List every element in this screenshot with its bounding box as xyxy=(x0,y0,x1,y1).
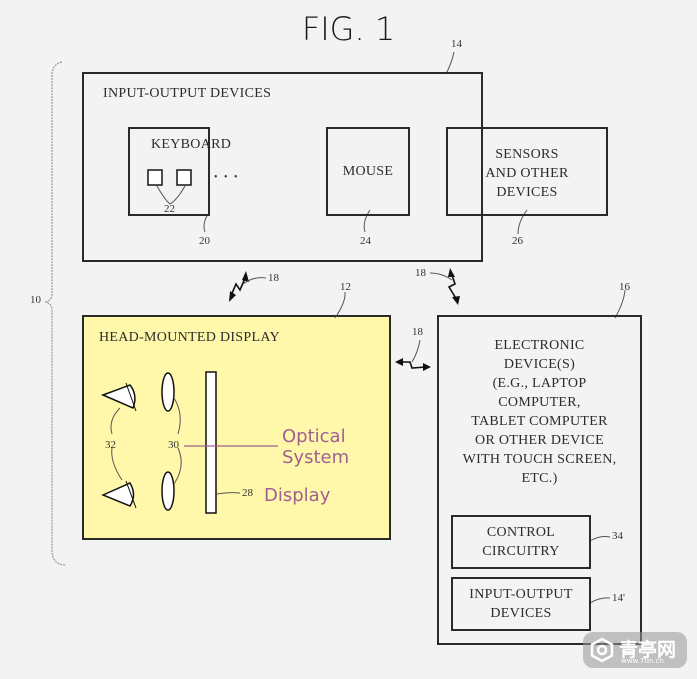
io-devices-title: INPUT-OUTPUT DEVICES xyxy=(103,86,272,101)
watermark: 青亭网 www.7tin.cn xyxy=(583,632,687,668)
eye-bottom-icon xyxy=(101,482,135,507)
ed-io-devices-label: INPUT-OUTPUT DEVICES xyxy=(451,585,591,623)
ed-line-8: ETC.) xyxy=(521,471,558,486)
mouse-label: MOUSE xyxy=(342,164,394,179)
keyboard-label: KEYBOARD xyxy=(151,137,232,152)
watermark-logo-icon xyxy=(590,637,614,663)
leader-12 xyxy=(334,291,346,319)
edio-line-1: INPUT-OUTPUT xyxy=(469,587,573,602)
sensors-line-3: DEVICES xyxy=(496,185,558,200)
sensors-line-1: SENSORS xyxy=(495,147,559,162)
keyboard-ellipsis: • • • xyxy=(214,172,240,183)
cc-line-1: CONTROL xyxy=(486,525,556,540)
leader-16 xyxy=(614,289,626,319)
watermark-url: www.7tin.cn xyxy=(621,657,664,665)
ed-line-7: WITH TOUCH SCREEN, xyxy=(462,452,617,467)
ed-line-3: (E.G., LAPTOP xyxy=(492,376,587,391)
lens-bottom-icon xyxy=(161,471,175,511)
sensors-line-2: AND OTHER xyxy=(485,166,569,181)
ref-24: 24 xyxy=(360,235,371,247)
ed-line-6: OR OTHER DEVICE xyxy=(475,433,604,448)
ref-16: 16 xyxy=(619,281,630,293)
sensors-label: SENSORS AND OTHER DEVICES xyxy=(446,145,608,202)
ed-line-1: ELECTRONIC xyxy=(494,338,585,353)
ref-26: 26 xyxy=(512,235,523,247)
leader-18-left xyxy=(242,277,267,285)
control-circuitry-label: CONTROL CIRCUITRY xyxy=(451,523,591,561)
ref-34: 34 xyxy=(612,530,623,542)
ref-32: 32 xyxy=(105,439,116,451)
figure-title: FIG. 1 xyxy=(301,10,396,48)
wireless-link-right xyxy=(447,271,458,301)
lens-top-icon xyxy=(161,372,175,412)
ref-18-right: 18 xyxy=(415,267,426,279)
hmd-title: HEAD-MOUNTED DISPLAY xyxy=(99,330,280,345)
leader-28 xyxy=(216,492,241,495)
system-bracket xyxy=(44,61,67,566)
sensors-box xyxy=(446,127,608,216)
ref-22: 22 xyxy=(164,203,175,215)
ed-io-devices-box xyxy=(451,577,591,631)
ref-30: 30 xyxy=(168,439,179,451)
ed-line-2: DEVICE(S) xyxy=(503,357,576,372)
ref-12: 12 xyxy=(340,281,351,293)
ref-14-prime: 14' xyxy=(612,592,625,604)
display-panel xyxy=(205,371,217,514)
electronic-device-box xyxy=(437,315,642,645)
ref-28: 28 xyxy=(242,487,253,499)
cc-line-2: CIRCUITRY xyxy=(482,544,560,559)
watermark-text: 青亭网 xyxy=(619,639,677,661)
ref-20: 20 xyxy=(199,235,210,247)
ref-10: 10 xyxy=(30,294,41,306)
optical-system-annotation: Optical System xyxy=(282,426,349,468)
leader-18-middle xyxy=(411,339,421,363)
io-devices-box xyxy=(82,72,483,262)
ref-18-middle: 18 xyxy=(412,326,423,338)
leader-18-right xyxy=(429,272,453,281)
display-annotation: Display xyxy=(264,485,331,506)
ed-line-4: COMPUTER, xyxy=(498,395,581,410)
mouse-box xyxy=(326,127,410,216)
wireless-link-left xyxy=(229,275,247,299)
ed-line-5: TABLET COMPUTER xyxy=(471,414,608,429)
optical-line-1: Optical xyxy=(282,426,346,447)
eye-top-icon xyxy=(100,384,136,409)
ref-18-left: 18 xyxy=(268,272,279,284)
optical-line-2: System xyxy=(282,447,350,468)
electronic-device-label: ELECTRONIC DEVICE(S) (E.G., LAPTOP COMPU… xyxy=(437,336,642,488)
leader-14 xyxy=(445,51,455,75)
wireless-link-middle xyxy=(398,361,427,369)
ref-14: 14 xyxy=(451,38,462,50)
control-circuitry-box xyxy=(451,515,591,569)
keyboard-box xyxy=(128,127,210,216)
edio-line-2: DEVICES xyxy=(490,606,552,621)
